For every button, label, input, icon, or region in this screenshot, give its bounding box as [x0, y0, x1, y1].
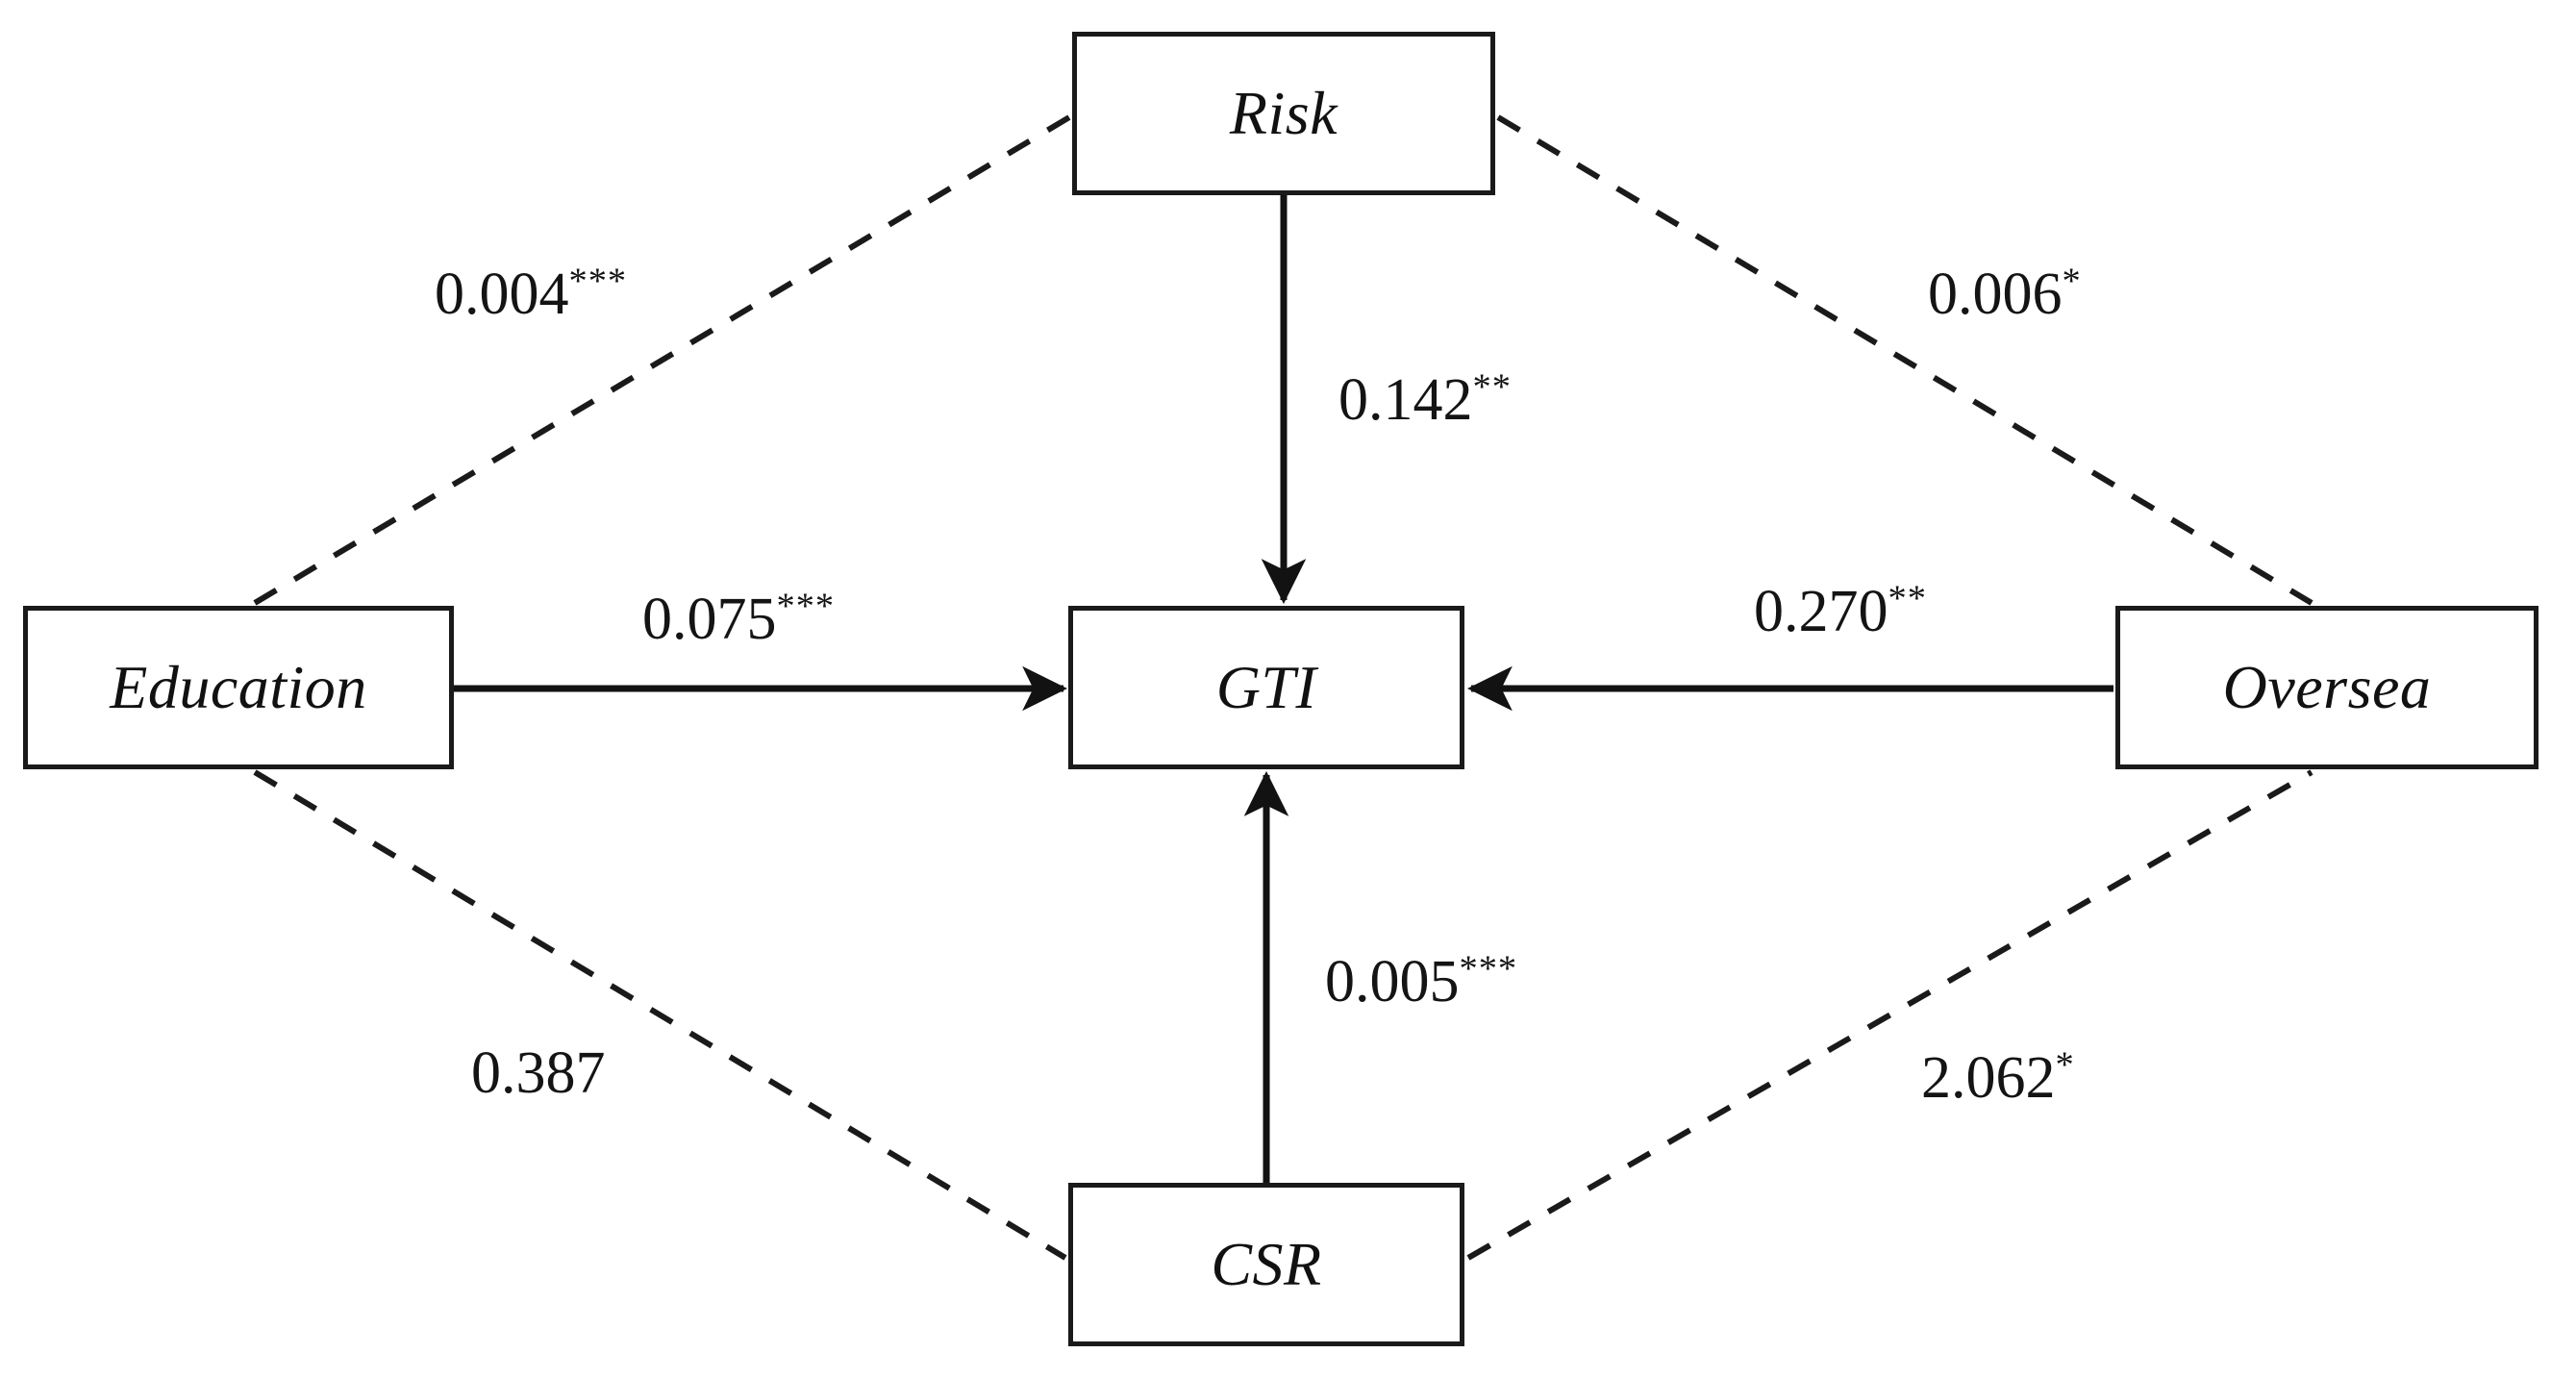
node-box-education[interactable]: Education: [23, 606, 454, 769]
edge-coefficient: 0.270: [1754, 579, 1888, 644]
edge-line-education-to-risk: [253, 114, 1071, 606]
edge-significance-stars: ***: [568, 261, 628, 302]
edge-coefficient: 0.006: [1928, 262, 2063, 327]
edge-significance-stars: *: [2062, 261, 2082, 302]
node-box-gti[interactable]: GTI: [1068, 606, 1464, 769]
node-box-risk[interactable]: Risk: [1072, 32, 1495, 195]
node-box-oversea[interactable]: Oversea: [2115, 606, 2538, 769]
node-label-csr: CSR: [1211, 1230, 1322, 1298]
edge-line-education-to-csr: [253, 769, 1067, 1261]
edge-line-csr-to-oversea: [1466, 769, 2313, 1261]
edge-significance-stars: ***: [776, 586, 836, 627]
node-label-education: Education: [110, 653, 367, 721]
edge-significance-stars: **: [1888, 578, 1927, 619]
edge-label-education-to-gti: 0.075***: [642, 586, 836, 652]
edge-coefficient: 0.387: [471, 1040, 606, 1106]
edge-label-oversea-to-risk: 0.006*: [1928, 261, 2082, 327]
edge-significance-stars: ***: [1459, 948, 1518, 990]
edge-coefficient: 2.062: [1921, 1045, 2056, 1111]
node-label-risk: Risk: [1229, 79, 1338, 147]
edge-label-csr-to-gti: 0.005***: [1325, 949, 1517, 1015]
node-label-oversea: Oversea: [2222, 653, 2432, 721]
edge-line-oversea-to-risk: [1496, 114, 2313, 606]
edge-significance-stars: **: [1472, 366, 1512, 408]
edge-coefficient: 0.005: [1325, 949, 1460, 1015]
edge-label-oversea-to-gti: 0.270**: [1754, 579, 1927, 644]
edge-coefficient: 0.142: [1338, 367, 1473, 433]
edge-coefficient: 0.075: [642, 587, 777, 652]
edge-significance-stars: *: [2055, 1044, 2075, 1086]
edge-label-risk-to-gti: 0.142**: [1338, 367, 1512, 433]
edge-label-education-to-risk: 0.004***: [435, 261, 628, 327]
edge-label-csr-to-oversea: 2.062*: [1921, 1045, 2075, 1111]
node-box-csr[interactable]: CSR: [1068, 1183, 1464, 1346]
edge-coefficient: 0.004: [435, 262, 569, 327]
node-label-gti: GTI: [1215, 653, 1317, 721]
edge-label-education-to-csr: 0.387: [471, 1043, 606, 1103]
